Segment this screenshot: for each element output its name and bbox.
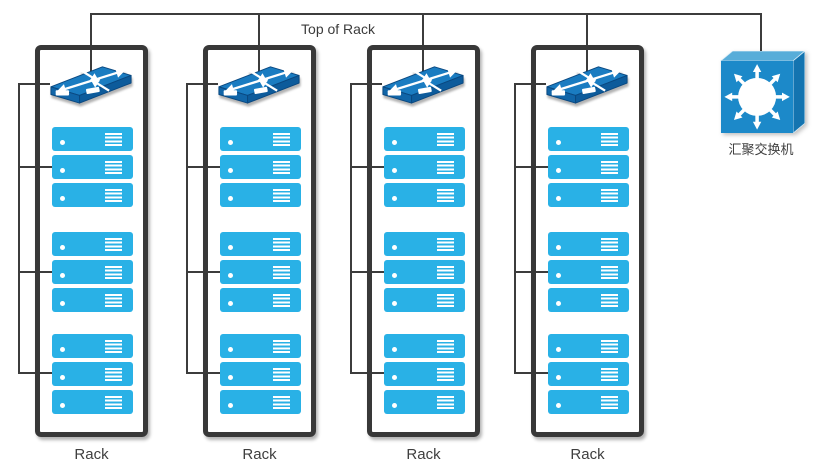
server-icon xyxy=(548,390,629,414)
bracket-line xyxy=(18,83,20,374)
server-icon xyxy=(548,334,629,358)
server-icon xyxy=(52,362,133,386)
rack-label: Rack xyxy=(74,446,109,463)
server-icon xyxy=(384,232,465,256)
server-icon xyxy=(52,390,133,414)
server-icon xyxy=(384,260,465,284)
rack-frame: Rack xyxy=(35,45,148,463)
top-bus-line xyxy=(90,13,762,15)
server-icon xyxy=(548,260,629,284)
tor-switch-icon xyxy=(50,66,132,104)
server-icon xyxy=(52,334,133,358)
server-icon xyxy=(384,390,465,414)
server-icon xyxy=(384,183,465,207)
bracket-line xyxy=(186,83,188,374)
bracket-stub xyxy=(350,83,382,85)
server-icon xyxy=(52,288,133,312)
server-icon xyxy=(52,127,133,151)
server-icon xyxy=(548,232,629,256)
server-icon xyxy=(548,183,629,207)
server-icon xyxy=(220,232,301,256)
server-icon xyxy=(52,232,133,256)
tor-switch-icon xyxy=(382,66,464,104)
rack-label: Rack xyxy=(242,446,277,463)
rack-label: Rack xyxy=(570,446,605,463)
tor-switch-icon xyxy=(546,66,628,104)
server-icon xyxy=(220,183,301,207)
server-icon xyxy=(220,260,301,284)
server-icon xyxy=(384,362,465,386)
server-icon xyxy=(52,155,133,179)
server-icon xyxy=(384,155,465,179)
server-icon xyxy=(384,288,465,312)
server-icon xyxy=(220,390,301,414)
bracket-stub xyxy=(18,83,50,85)
server-icon xyxy=(548,127,629,151)
bracket-line xyxy=(350,83,352,374)
aggregation-switch-icon xyxy=(719,51,805,133)
aggregation-switch-label: 汇聚交换机 xyxy=(728,142,794,157)
server-icon xyxy=(52,260,133,284)
rack-frame: Rack xyxy=(531,45,644,463)
server-icon xyxy=(220,362,301,386)
server-icon xyxy=(52,183,133,207)
top-of-rack-label: Top of Rack xyxy=(301,21,375,37)
bracket-stub xyxy=(514,83,546,85)
server-icon xyxy=(548,288,629,312)
bracket-line xyxy=(514,83,516,374)
bracket-stub xyxy=(186,83,218,85)
server-icon xyxy=(220,127,301,151)
server-icon xyxy=(220,155,301,179)
tor-switch-icon xyxy=(218,66,300,104)
server-icon xyxy=(384,127,465,151)
server-icon xyxy=(548,362,629,386)
bus-drop-line xyxy=(760,13,762,60)
server-icon xyxy=(384,334,465,358)
server-icon xyxy=(220,334,301,358)
server-icon xyxy=(220,288,301,312)
server-icon xyxy=(548,155,629,179)
rack-label: Rack xyxy=(406,446,441,463)
rack-frame: Rack xyxy=(203,45,316,463)
rack-frame: Rack xyxy=(367,45,480,463)
